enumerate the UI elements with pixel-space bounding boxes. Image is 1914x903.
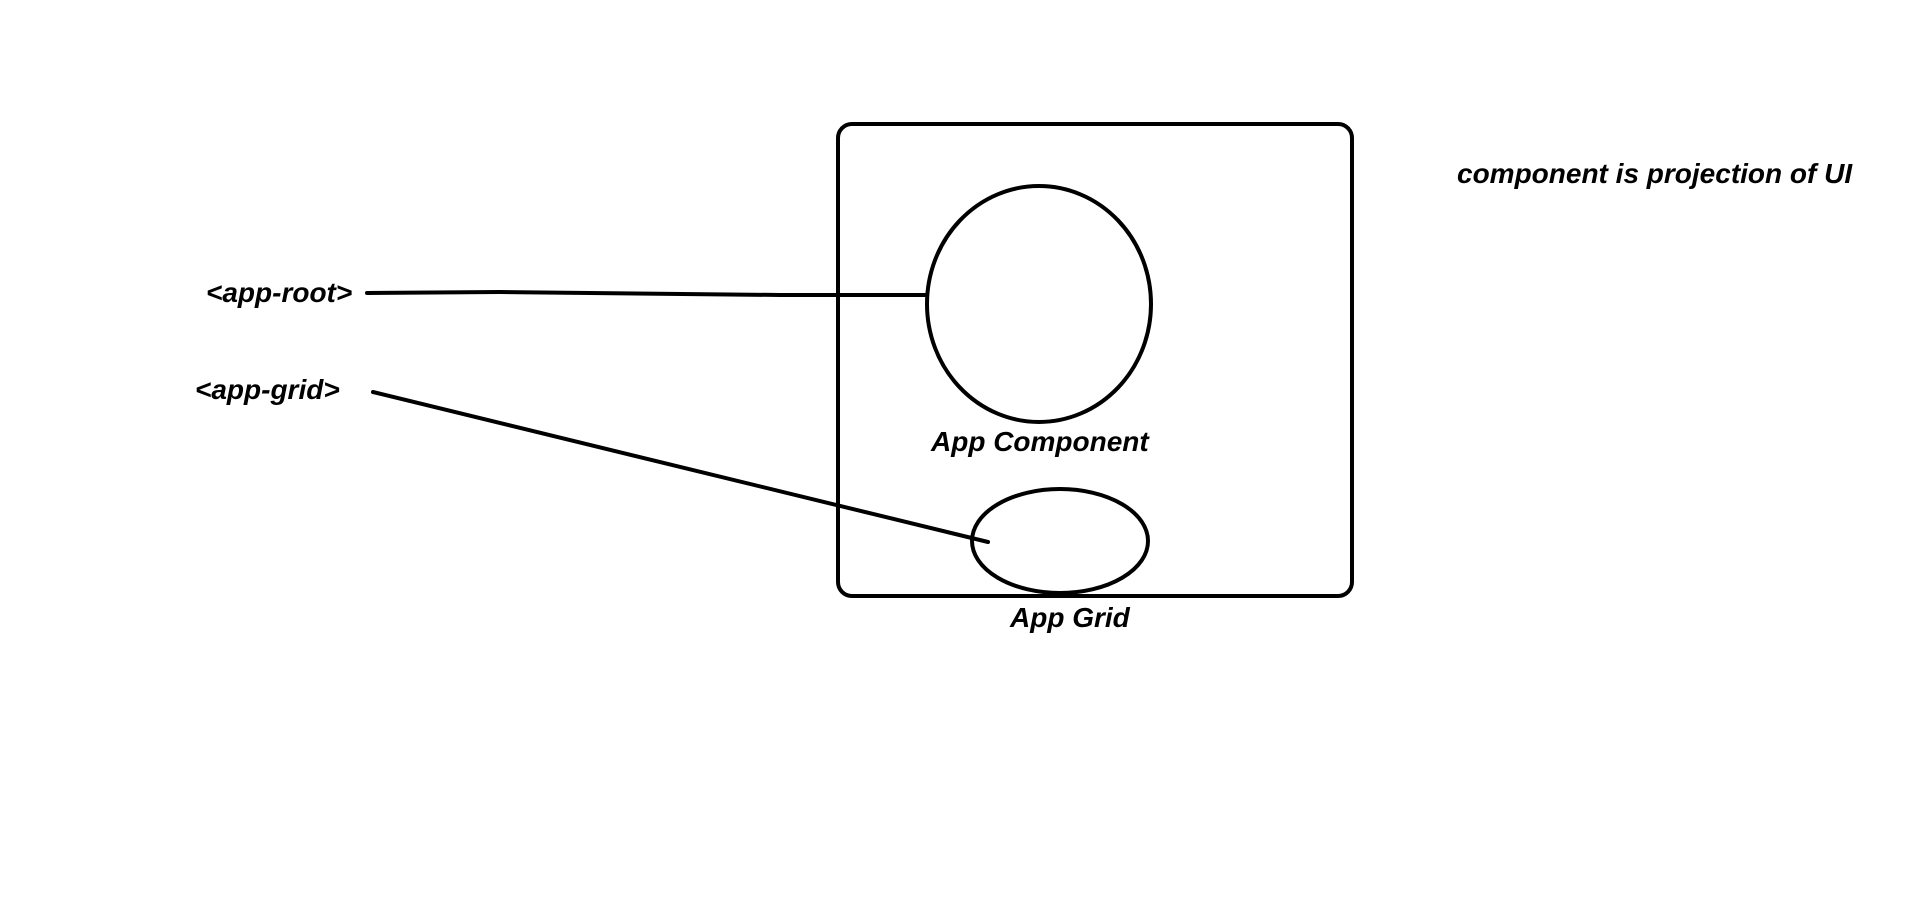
app-root-tag-label: <app-root> [206, 277, 352, 308]
app-grid-tag-label: <app-grid> [195, 374, 340, 405]
app-component-shape [925, 184, 1153, 424]
app-grid-shape [970, 487, 1150, 595]
projection-note: component is projection of UI [1457, 158, 1853, 189]
app-grid-label: App Grid [1009, 602, 1131, 633]
app-component-label: App Component [930, 426, 1150, 457]
app-root-connector [365, 289, 929, 297]
app-grid-connector [371, 390, 990, 544]
container-box [836, 122, 1354, 598]
